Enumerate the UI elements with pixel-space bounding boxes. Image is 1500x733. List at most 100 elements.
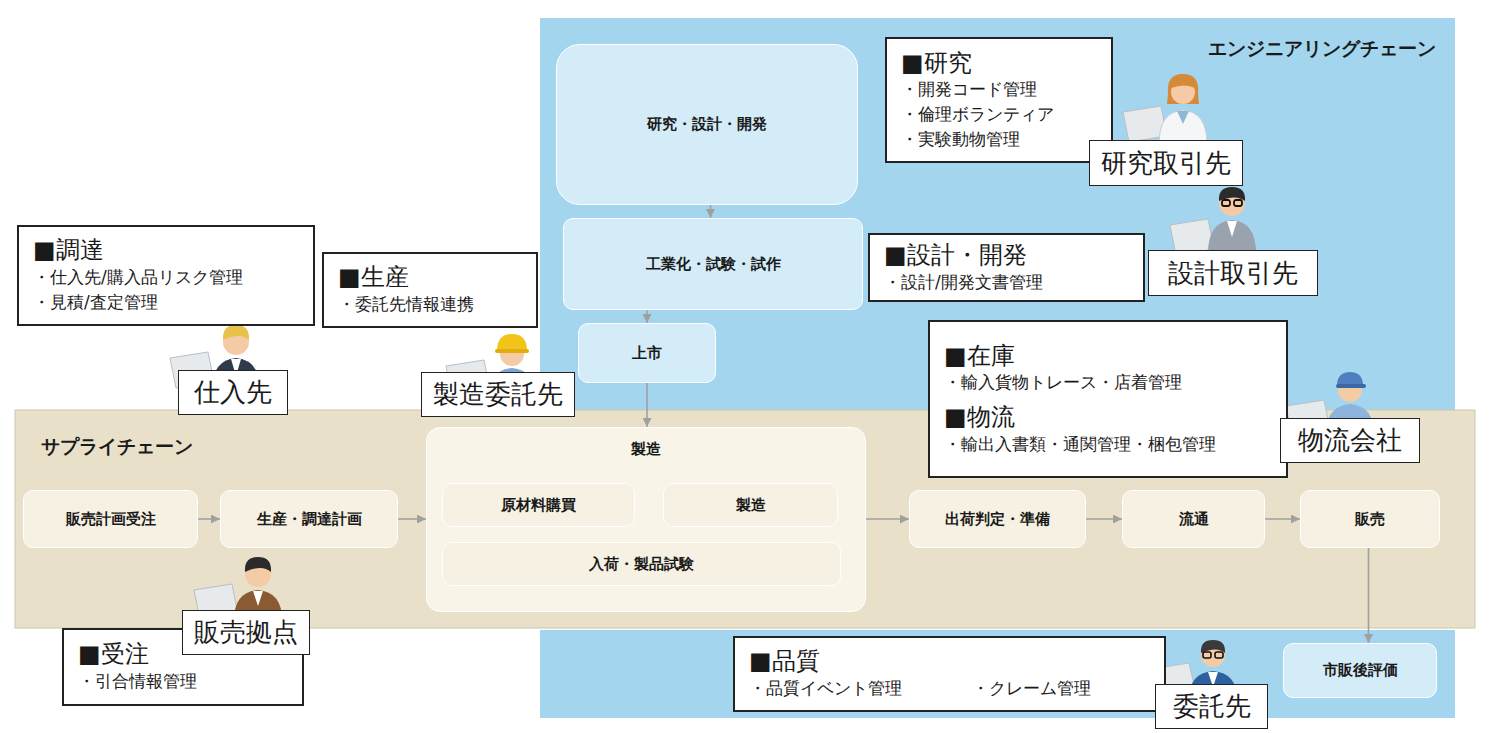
text-row: 販売 xyxy=(1355,510,1385,529)
callout-heading: ■物流 xyxy=(944,403,1015,432)
text-row: ・実験動物管理 xyxy=(901,127,1054,152)
node-label: 設計取引先 xyxy=(1168,256,1298,291)
node-label: ・引合情報管理 xyxy=(78,669,197,694)
callout-heading: ■品質 xyxy=(749,647,820,676)
text-group: 販売拠点 xyxy=(194,615,298,650)
text-row: ■品質 xyxy=(749,647,1091,676)
node-label: ・輸入貨物トレース・店着管理 xyxy=(944,370,1182,395)
process-box: 研究・設計・開発 xyxy=(556,44,858,205)
text-group: 製造委託先 xyxy=(433,377,563,412)
actor-label: 製造委託先 xyxy=(421,372,575,417)
node-label: ・開発コード管理 xyxy=(901,77,1037,102)
flow-arrow xyxy=(646,383,648,427)
text-group: 原材料購買 xyxy=(501,496,576,515)
node-label: ・倫理ボランティア xyxy=(901,102,1054,127)
process-box: 工業化・試験・試作 xyxy=(563,218,863,310)
node-label: 仕入先 xyxy=(194,375,272,410)
text-row: 研究・設計・開発 xyxy=(647,115,767,134)
node-label: 原材料購買 xyxy=(501,496,576,515)
text-row: ・設計/開発文書管理 xyxy=(884,270,1043,295)
text-row: ■在庫 xyxy=(944,342,1216,371)
text-row: 市販後評価 xyxy=(1323,661,1398,680)
text-row: ・委託先情報連携 xyxy=(338,292,474,317)
flow-arrow xyxy=(1368,548,1370,643)
text-row: 出荷判定・準備 xyxy=(945,510,1050,529)
process-box: 製造 xyxy=(663,483,838,527)
text-group: サプライチェーン xyxy=(41,434,193,460)
text-group: ■調達・仕入先/購入品リスク管理・見積/査定管理 xyxy=(33,236,243,314)
actor-label: 仕入先 xyxy=(178,370,288,415)
node-label: ・品質イベント管理 xyxy=(749,676,902,701)
node-label: ・委託先情報連携 xyxy=(338,292,474,317)
text-group: 販売計画受注 xyxy=(66,510,156,529)
text-row: 製造委託先 xyxy=(433,377,563,412)
node-label: 製造 xyxy=(736,496,766,515)
node-label: 生産・調達計画 xyxy=(257,510,362,529)
text-group: エンジニアリングチェーン xyxy=(1208,36,1436,62)
text-row: 設計取引先 xyxy=(1168,256,1298,291)
actor-label: 物流会社 xyxy=(1280,418,1420,463)
node-label: ・仕入先/購入品リスク管理 xyxy=(33,265,243,290)
flow-arrow xyxy=(1265,518,1300,520)
callout-heading: ■設計・開発 xyxy=(884,241,1027,270)
flow-arrow xyxy=(646,310,648,323)
callout-box: ■研究・開発コード管理・倫理ボランティア・実験動物管理 xyxy=(885,37,1113,163)
text-group: 研究取引先 xyxy=(1101,146,1231,181)
flow-arrow xyxy=(866,518,909,520)
researcher-figure xyxy=(1123,74,1207,144)
text-row: 仕入先 xyxy=(194,375,272,410)
process-box: 原材料購買 xyxy=(442,483,635,527)
connector-layer xyxy=(198,205,1369,643)
text-row: 流通 xyxy=(1179,510,1209,529)
callout-heading: ■生産 xyxy=(338,263,409,292)
text-row: エンジニアリングチェーン xyxy=(1208,36,1436,62)
text-row: 原材料購買 xyxy=(501,496,576,515)
text-group: ■品質・品質イベント管理・クレーム管理 xyxy=(749,647,1091,700)
callout-box: ■在庫・輸入貨物トレース・店着管理 ■物流・輸出入書類・通関管理・梱包管理 xyxy=(928,320,1288,478)
text-group: ■生産・委託先情報連携 xyxy=(338,263,474,316)
process-box: 販売計画受注 xyxy=(23,490,198,548)
node-label: 販売拠点 xyxy=(194,615,298,650)
text-group: 設計取引先 xyxy=(1168,256,1298,291)
text-group: 入荷・製品試験 xyxy=(589,555,694,574)
text-row: 製造 xyxy=(736,496,766,515)
text-group: 委託先 xyxy=(1173,689,1251,724)
callout-heading: ■受注 xyxy=(78,640,149,669)
text-group: 物流会社 xyxy=(1298,423,1402,458)
group-box: 製造原材料購買製造入荷・製品試験 xyxy=(426,427,866,612)
text-row: 販売計画受注 xyxy=(66,510,156,529)
node-label: ・輸出入書類・通関管理・梱包管理 xyxy=(944,432,1216,457)
text-group: ■受注・引合情報管理 xyxy=(78,640,197,693)
text-row: 物流会社 xyxy=(1298,423,1402,458)
node-label: 製造 xyxy=(631,440,661,459)
node-label: 市販後評価 xyxy=(1323,661,1398,680)
text-row: ・仕入先/購入品リスク管理 xyxy=(33,265,243,290)
node-label: 製造委託先 xyxy=(433,377,563,412)
text-row: ・輸出入書類・通関管理・梱包管理 xyxy=(944,432,1216,457)
text-row: ■物流 xyxy=(944,395,1216,432)
process-box: 出荷判定・準備 xyxy=(909,490,1086,548)
node-label: 物流会社 xyxy=(1298,423,1402,458)
text-row: ■調達 xyxy=(33,236,243,265)
node-label: 上市 xyxy=(632,344,662,363)
text-row: ■設計・開発 xyxy=(884,241,1043,270)
text-group: 仕入先 xyxy=(194,375,272,410)
text-group: 市販後評価 xyxy=(1323,661,1398,680)
text-row: 研究取引先 xyxy=(1101,146,1231,181)
actor-label: 設計取引先 xyxy=(1148,250,1318,296)
node-label: 委託先 xyxy=(1173,689,1251,724)
callout-box: ■設計・開発・設計/開発文書管理 xyxy=(868,233,1145,302)
flow-arrow xyxy=(1086,518,1122,520)
callout-heading: ■研究 xyxy=(901,49,972,78)
text-row: サプライチェーン xyxy=(41,434,193,460)
actor-label: 販売拠点 xyxy=(182,610,310,655)
process-box: 流通 xyxy=(1122,490,1265,548)
quality-band-fill xyxy=(540,630,1455,718)
callout-heading: ■在庫 xyxy=(944,342,1015,371)
node-label: 入荷・製品試験 xyxy=(589,555,694,574)
text-row: ・倫理ボランティア xyxy=(901,102,1054,127)
text-group: 上市 xyxy=(632,344,662,363)
text-group: 生産・調達計画 xyxy=(257,510,362,529)
process-box: 市販後評価 xyxy=(1283,643,1437,698)
node-label: 販売 xyxy=(1355,510,1385,529)
